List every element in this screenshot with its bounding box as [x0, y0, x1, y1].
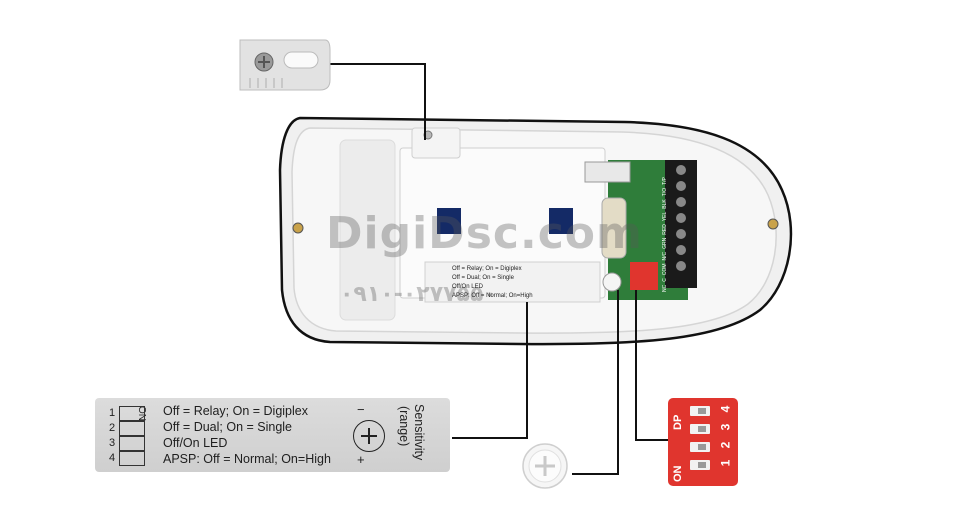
sensitivity-pot-on-board: [602, 272, 622, 292]
terminal-label: RED: [662, 224, 668, 235]
pir-module-top: [411, 127, 461, 159]
terminal-label: COM: [662, 263, 668, 276]
sensitivity-sub: (range): [397, 406, 411, 447]
mounting-bracket: [239, 39, 331, 91]
dip-number-1: 1: [109, 407, 116, 419]
watermark-brand: DigiDsc.com: [326, 208, 643, 259]
sensor-window-right: [549, 208, 573, 234]
callout-line-label: [452, 302, 528, 439]
dip-row-3: Off/On LED: [163, 436, 228, 450]
callout-line-bracket: [330, 63, 426, 140]
dip-switch-closeup: [668, 398, 738, 486]
dip-closeup-on-label: ON: [672, 465, 684, 483]
module-label-strip: [424, 261, 601, 303]
dip-row-4: APSP: Off = Normal; On=High: [163, 452, 331, 466]
dip-closeup-number-2: 2: [718, 441, 733, 449]
terminal-label: BLK: [662, 199, 668, 209]
module-label-row-3: Off/On LED: [452, 284, 483, 290]
terminal-label: N/C: [662, 251, 668, 261]
potentiometer-knob: [522, 443, 568, 489]
terminal-screws: [676, 165, 686, 271]
dip-closeup-dp-label: DP: [672, 414, 684, 430]
dip-number-3: 3: [109, 437, 116, 449]
sensitivity-minus: −: [357, 402, 365, 417]
pir-element: [601, 197, 627, 259]
watermark-phone: ۰۹۱۰-۰۲۷۷۵۵۰: [340, 282, 497, 307]
dip-switch-diagram: ON 1 2 3 4: [109, 404, 155, 466]
housing-recess: [339, 139, 396, 321]
terminal-label: C: [662, 278, 668, 282]
terminal-label: T/O: [662, 187, 668, 197]
terminal-label: YEL: [662, 211, 668, 222]
dip-label-panel: ON 1 2 3 4 Off = Relay; On = Digiplex Of…: [95, 398, 450, 472]
dip-number-2: 2: [109, 422, 116, 434]
module-label-row-1: Off = Relay; On = Digiplex: [452, 266, 522, 272]
screw-left: [292, 222, 304, 234]
terminal-label: GRN: [662, 237, 668, 249]
module-label-row-4: APSP: Off = Normal; On=High: [452, 293, 533, 299]
sensitivity-dial-icon: [353, 420, 385, 452]
callout-line-pot: [572, 290, 619, 475]
board-connector: [584, 161, 631, 183]
board-dip-switch: [630, 262, 658, 290]
dip-number-4: 4: [109, 452, 116, 464]
sensitivity-plus: +: [357, 452, 365, 467]
callout-line-dip: [635, 290, 668, 441]
terminal-label: NC: [662, 284, 668, 292]
dip-closeup-number-3: 3: [718, 423, 733, 431]
dip-row-2: Off = Dual; On = Single: [163, 420, 293, 434]
sensor-window-left: [437, 208, 461, 234]
dip-row-1: Off = Relay; On = Digiplex: [163, 404, 308, 418]
dip-closeup-number-4: 4: [718, 405, 733, 413]
sensitivity-title: Sensitivity: [412, 404, 426, 461]
screw-right: [767, 218, 779, 230]
terminal-label: T/P: [662, 177, 668, 185]
module-label-row-2: Off = Dual; On = Single: [452, 275, 514, 281]
dip-closeup-number-1: 1: [718, 459, 733, 467]
